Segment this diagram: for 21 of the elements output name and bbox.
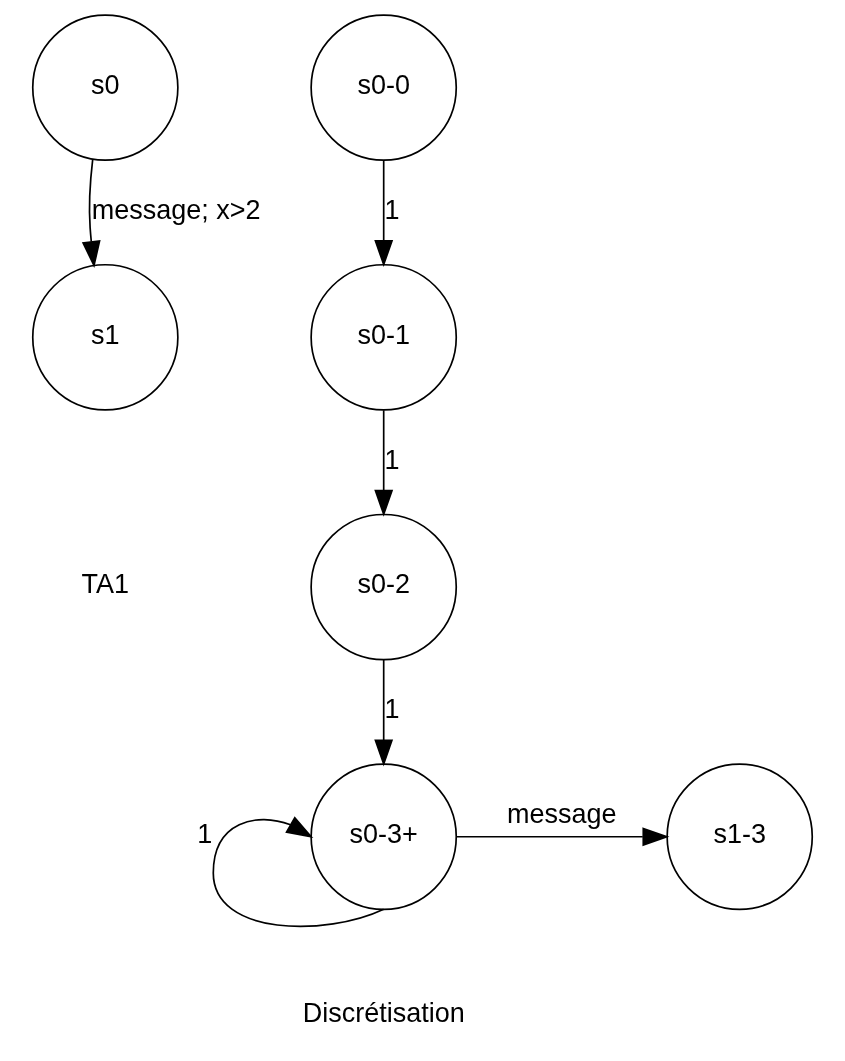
- node-circle: s0-3+: [310, 763, 458, 911]
- node-circle: s0-2: [310, 513, 458, 661]
- edge-label: 1: [384, 194, 400, 225]
- edge-label: 1: [197, 819, 213, 850]
- edge-label: 1: [384, 694, 400, 725]
- label: TA1: [81, 569, 130, 600]
- edge-label: 1: [384, 444, 400, 475]
- arrow: [374, 409, 394, 517]
- arrow: [455, 827, 670, 847]
- edge-label: message; x>2: [91, 194, 261, 225]
- arrow: [374, 159, 394, 268]
- node-circle: s1-3: [666, 763, 814, 911]
- arrow: [374, 659, 394, 767]
- node-circle: s0-1: [310, 263, 458, 411]
- arrow: [212, 816, 385, 928]
- node-circle: s0-0: [310, 14, 458, 161]
- label: Discrétisation: [302, 997, 465, 1028]
- arrow: [81, 158, 101, 269]
- node-circle: s1: [31, 263, 179, 411]
- edge-label: message: [506, 798, 617, 829]
- node-circle: s0: [31, 14, 179, 161]
